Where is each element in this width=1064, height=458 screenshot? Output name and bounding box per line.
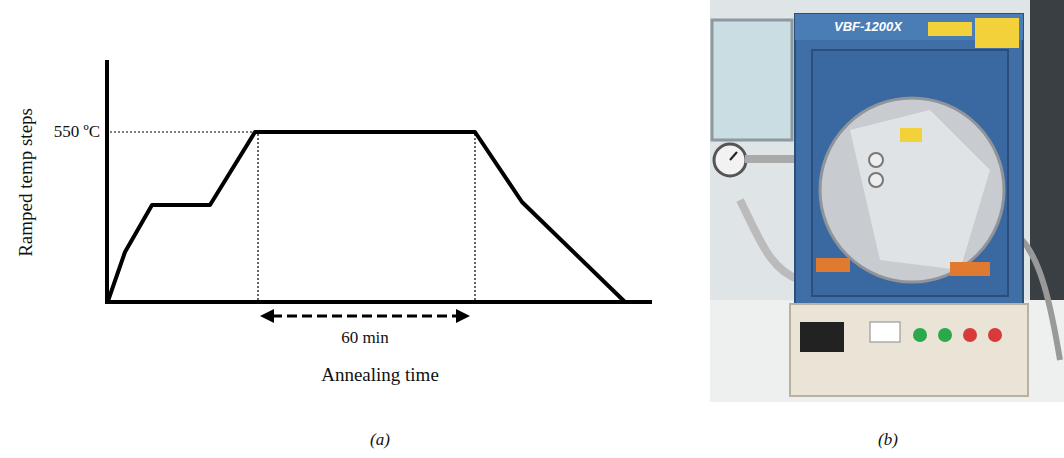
dashed-arrow [272, 315, 456, 318]
button [938, 328, 952, 342]
arrowhead [260, 309, 274, 323]
dotted-guide [474, 134, 475, 300]
x-axis [105, 300, 652, 304]
control-panel [790, 304, 1028, 396]
gas-pipe [745, 155, 797, 163]
steel-door [820, 98, 1004, 282]
axis-title: Ramped temp steps [16, 108, 37, 257]
temperature-label: 550 ºC [54, 123, 100, 142]
furnace-body [795, 14, 1023, 304]
warning-sticker [975, 18, 1019, 48]
temperature-controller [800, 322, 844, 352]
photo-background [710, 0, 1064, 402]
art-detail [869, 173, 883, 187]
door-reflection [850, 110, 990, 270]
temperature-profile-chart [105, 60, 652, 323]
bench [710, 300, 1064, 402]
button [913, 328, 927, 342]
y-axis [105, 60, 109, 304]
duration-label: 60 min [341, 329, 389, 348]
arrowhead [456, 309, 470, 323]
dotted-guide [110, 131, 255, 132]
door-sticker [900, 128, 922, 142]
panel-label: (b) [878, 431, 898, 450]
axis-title: Annealing time [321, 365, 439, 386]
temperature-curve [108, 132, 625, 302]
warning-sticker [950, 262, 990, 276]
button [988, 328, 1002, 342]
button [963, 328, 977, 342]
furnace-model-text: VBF-1200X [834, 20, 902, 34]
art-detail [869, 153, 883, 167]
pressure-gauge [714, 144, 746, 176]
panel-graphic [870, 322, 900, 342]
door-panel [812, 50, 1008, 296]
window [712, 20, 792, 140]
warning-sticker [816, 258, 850, 272]
hose [740, 200, 800, 280]
art-detail [712, 20, 792, 140]
panel-label: (a) [370, 431, 390, 450]
art-detail [730, 152, 737, 160]
dotted-guide [257, 134, 258, 300]
furnace-photo [710, 0, 1064, 402]
warning-sticker [928, 22, 972, 36]
